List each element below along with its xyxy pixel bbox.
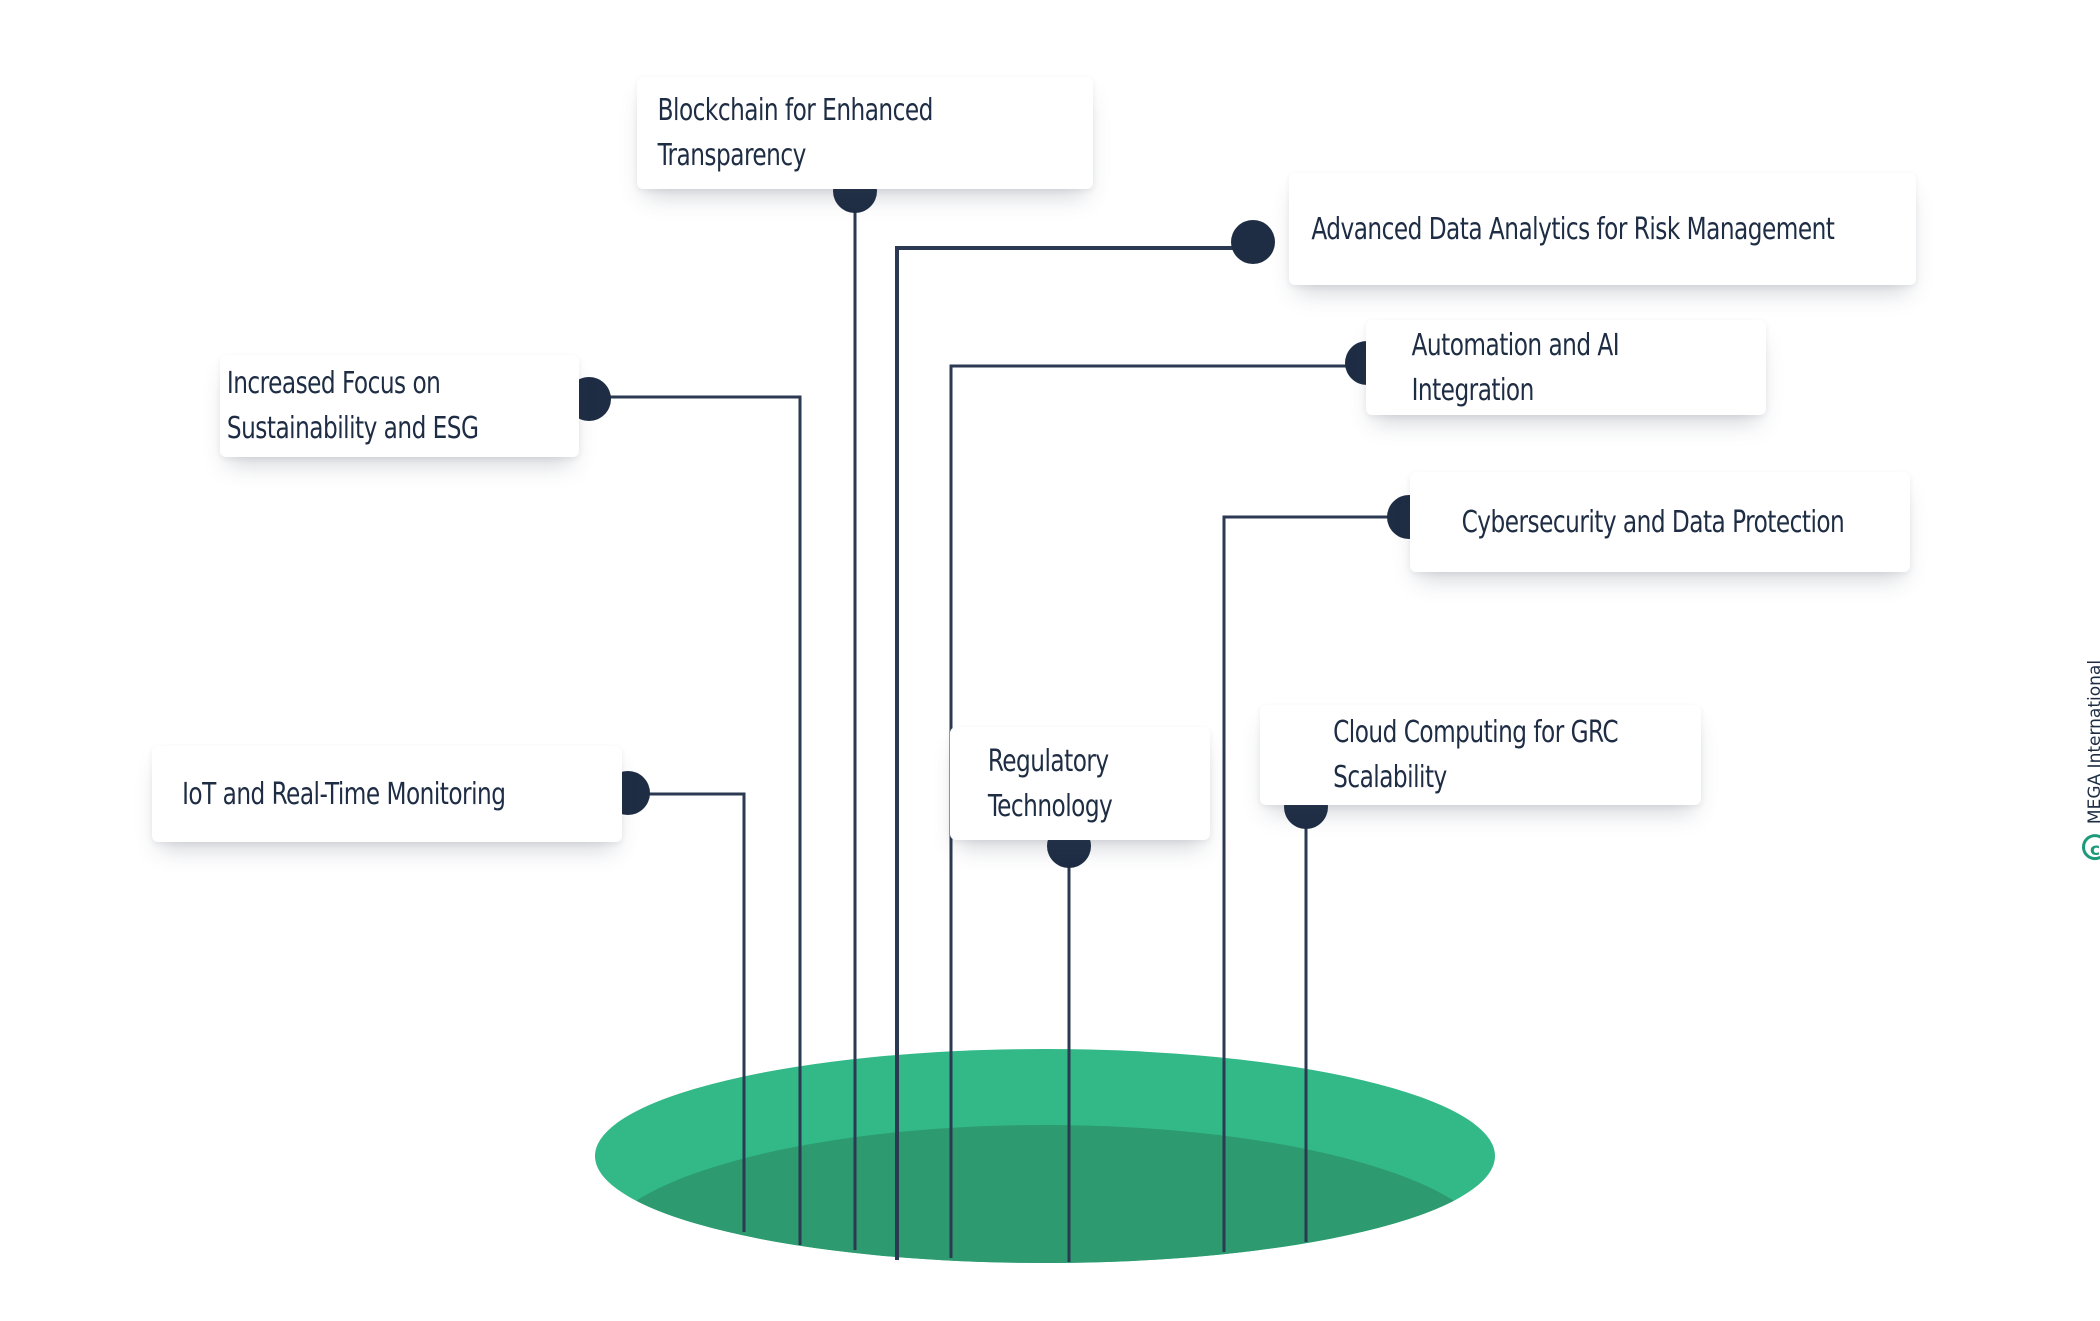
connector-iot [628,792,746,1232]
connector-data-analytics [895,246,1253,1260]
card-label: Cybersecurity and Data Protection [1461,504,1845,540]
copyright-icon: c [2082,834,2100,861]
base-ellipse-shadow [595,1125,1495,1263]
card-iot: IoT and Real-Time Monitoring [152,746,622,842]
connector-cybersecurity [1222,515,1409,1252]
connector-automation-ai [949,364,1367,1258]
card-cybersecurity: Cybersecurity and Data Protection [1410,472,1910,572]
credit: c MEGA International [2082,659,2100,861]
card-label: IoT and Real-Time Monitoring [182,776,506,812]
card-label: Advanced Data Analytics for Risk Managem… [1311,211,1835,247]
card-data-analytics: Advanced Data Analytics for Risk Managem… [1289,173,1916,285]
credit-text: MEGA International [2085,659,2100,825]
connector-esg [589,395,802,1245]
node-data-analytics [1231,220,1275,264]
